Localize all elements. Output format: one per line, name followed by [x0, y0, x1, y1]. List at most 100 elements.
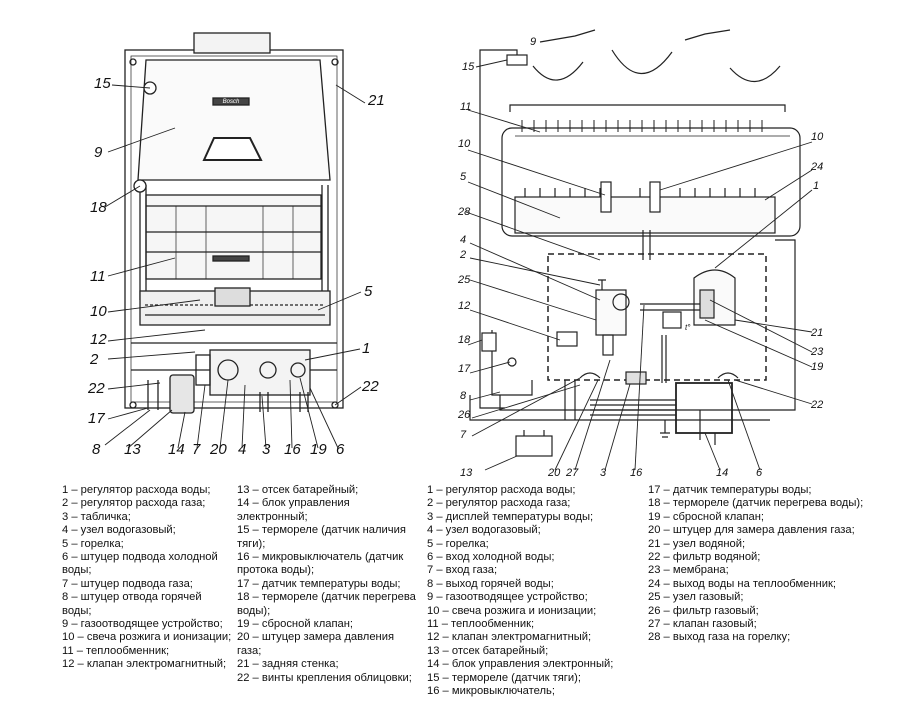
svg-text:6: 6 — [756, 467, 763, 479]
svg-text:25: 25 — [457, 274, 471, 286]
svg-text:22: 22 — [810, 399, 823, 411]
svg-text:14: 14 — [168, 441, 185, 458]
svg-text:21: 21 — [367, 92, 385, 109]
svg-text:5: 5 — [460, 171, 467, 183]
svg-text:4: 4 — [460, 234, 466, 246]
legend-item: 22 – винты крепления облицовки; — [237, 671, 412, 684]
svg-text:10: 10 — [90, 303, 107, 320]
svg-text:8: 8 — [460, 390, 467, 402]
front-view-legend-column-1: 1 – регулятор расхода воды; 2 – регулято… — [62, 484, 232, 672]
svg-text:2: 2 — [89, 351, 99, 368]
legend-item: 4 – узел водогазовый; — [427, 524, 541, 537]
legend-item: 3 – дисплей температуры воды; — [427, 510, 594, 523]
svg-text:18: 18 — [90, 199, 107, 216]
svg-text:11: 11 — [460, 101, 471, 113]
svg-text:Bosch: Bosch — [223, 99, 240, 105]
legend-item: 13 – отсек батарейный; — [237, 484, 359, 496]
svg-text:16: 16 — [284, 441, 301, 458]
legend-item: 18 – термореле (датчик перегрева воды); — [237, 591, 419, 617]
legend-item: 14 – блок управления электронный; — [427, 658, 614, 671]
svg-text:15: 15 — [94, 75, 111, 92]
svg-text:24: 24 — [810, 161, 823, 173]
legend-item: 11 – теплообменник; — [427, 618, 535, 631]
svg-text:27: 27 — [565, 467, 579, 479]
legend-item: 1 – регулятор расхода воды; — [427, 484, 576, 496]
svg-text:22: 22 — [87, 380, 105, 397]
front-view-callouts: 15 9 18 11 10 12 2 22 17 8 13 14 7 20 4 … — [87, 75, 385, 458]
svg-text:8: 8 — [92, 441, 101, 458]
svg-text:28: 28 — [457, 206, 471, 218]
legend-item: 4 – узел водогазовый; — [62, 524, 176, 537]
svg-text:9: 9 — [94, 144, 103, 161]
svg-text:19: 19 — [310, 441, 327, 458]
legend-item: 6 – вход холодной воды; — [427, 551, 555, 564]
svg-text:1: 1 — [813, 180, 819, 192]
heater-front-view — [124, 32, 344, 414]
svg-text:3: 3 — [600, 467, 607, 479]
legend-item: 7 – штуцер подвода газа; — [62, 577, 193, 590]
svg-text:21: 21 — [810, 327, 823, 339]
legend-item: 22 – фильтр водяной; — [648, 551, 761, 564]
legend-item: 7 – вход газа; — [427, 564, 498, 577]
svg-text:22: 22 — [361, 378, 379, 395]
svg-text:2: 2 — [459, 249, 466, 261]
svg-text:17: 17 — [88, 410, 105, 427]
svg-text:19: 19 — [811, 361, 823, 373]
functional-scheme-sensor-label: t° — [685, 323, 691, 332]
legend-item: 9 – газоотводящее устройство; — [427, 591, 588, 604]
svg-text:16: 16 — [630, 467, 643, 479]
svg-text:20: 20 — [209, 441, 227, 458]
legend-item: 8 – выход горячей воды; — [427, 577, 554, 590]
svg-text:t°: t° — [685, 323, 691, 332]
svg-text:1: 1 — [362, 340, 370, 357]
legend-item: 16 – микровыключатель; — [427, 685, 555, 698]
legend-item: 6 – штуцер подвода холодной воды; — [62, 551, 221, 577]
svg-text:7: 7 — [192, 441, 201, 458]
svg-text:10: 10 — [458, 138, 471, 150]
scheme-callouts: 9 15 11 10 5 28 4 2 25 12 18 17 8 26 7 1… — [457, 36, 824, 479]
legend-item: 9 – газоотводящее устройство; — [62, 618, 223, 631]
legend-item: 24 – выход воды на теплообменник; — [648, 577, 836, 590]
heater-schematic-figure: Bosch 15 9 18 11 10 12 2 22 17 — [87, 29, 824, 479]
front-view-leader-lines — [104, 84, 366, 449]
legend-item: 28 – выход газа на горелку; — [648, 631, 791, 644]
legend-item: 12 – клапан электромагнитный; — [427, 631, 592, 644]
legend-item: 3 – табличка; — [62, 510, 131, 523]
legend-item: 2 – регулятор расхода газа; — [62, 497, 206, 510]
legend-item: 15 – термореле (датчик наличия тяги); — [237, 524, 410, 550]
legend-item: 13 – отсек батарейный; — [427, 644, 549, 657]
legend-item: 2 – регулятор расхода газа; — [427, 497, 571, 510]
svg-text:14: 14 — [716, 467, 728, 479]
legend-item: 20 – штуцер замера давления газа; — [237, 631, 398, 657]
svg-text:9: 9 — [530, 36, 536, 48]
svg-text:6: 6 — [336, 441, 345, 458]
heater-functional-scheme — [469, 29, 801, 457]
svg-text:12: 12 — [458, 300, 470, 312]
legend-item: 12 – клапан электромагнитный; — [62, 658, 227, 671]
legend-item: 17 – датчик температуры воды; — [648, 484, 812, 496]
legend-item: 26 – фильтр газовый; — [648, 604, 759, 617]
svg-text:13: 13 — [460, 467, 473, 479]
legend-item: 18 – термореле (датчик перегрева воды); — [648, 497, 864, 510]
svg-text:3: 3 — [262, 441, 271, 458]
svg-text:13: 13 — [124, 441, 141, 458]
legend-item: 16 – микровыключатель (датчик протока во… — [237, 551, 407, 577]
legend-item: 25 – узел газовый; — [648, 591, 744, 604]
legend-item: 21 – узел водяной; — [648, 537, 746, 550]
front-view-plate-label: Bosch — [223, 99, 240, 105]
legend-item: 23 – мембрана; — [648, 564, 729, 577]
legend-item: 10 – свеча розжига и ионизации; — [62, 631, 232, 644]
svg-text:15: 15 — [462, 61, 475, 73]
svg-text:26: 26 — [457, 409, 471, 421]
scheme-leader-lines — [465, 59, 813, 471]
svg-text:5: 5 — [364, 283, 373, 300]
legend-item: 15 – термореле (датчик тяги); — [427, 671, 581, 684]
svg-text:18: 18 — [458, 334, 471, 346]
svg-text:10: 10 — [811, 131, 824, 143]
front-view-legend-column-2: 13 – отсек батарейный; 14 – блок управле… — [237, 484, 417, 685]
svg-text:20: 20 — [547, 467, 561, 479]
legend-item: 5 – горелка; — [62, 537, 124, 550]
legend-item: 10 – свеча розжига и ионизации; — [427, 604, 597, 617]
legend-item: 19 – сбросной клапан; — [237, 618, 354, 631]
svg-text:17: 17 — [458, 363, 471, 375]
